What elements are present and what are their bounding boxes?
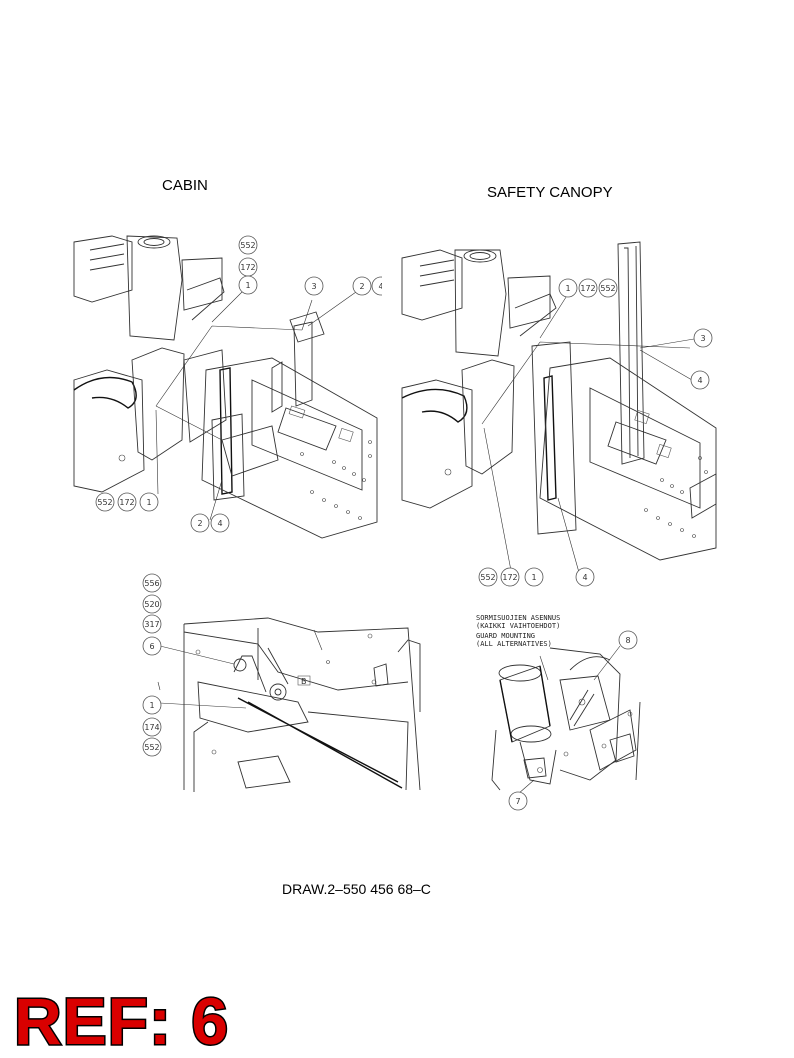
svg-text:317: 317 [144,620,159,629]
note-line-1: SORMISUOJIEN ASENNUS [476,614,560,622]
callout-bubble: 3 [304,276,324,296]
svg-text:1: 1 [149,701,154,710]
svg-text:3: 3 [311,282,316,291]
callout-bubble: 172 [500,567,520,587]
note-line-4: (ALL ALTERNATIVES) [476,640,552,648]
callout-bubble: 3 [693,328,713,348]
detail-left-drawing: B 556 520 317 6 1 174 552 [138,572,422,794]
callout-bubble: 4 [210,513,230,533]
callout-bubble: 4 [690,370,710,390]
svg-text:172: 172 [119,498,134,507]
callout-bubble: 172 [117,492,137,512]
callout-bubble: 1 [142,695,162,715]
cabin-callouts: 552 172 1 3 2 4 552 172 1 2 4 [95,235,382,533]
detail-left-callouts: 556 520 317 6 1 174 552 [142,573,162,757]
svg-text:552: 552 [240,241,255,250]
svg-text:4: 4 [378,282,382,291]
svg-text:7: 7 [515,797,520,806]
svg-text:6: 6 [149,642,154,651]
canopy-drawing: 1 172 552 3 4 552 172 1 4 [400,238,720,588]
safety-canopy-title: SAFETY CANOPY [487,184,613,201]
callout-bubble: 4 [371,276,382,296]
callout-bubble: 1 [558,278,578,298]
svg-text:4: 4 [217,519,222,528]
note-line-3: GUARD MOUNTING [476,632,535,640]
callout-bubble: 1 [524,567,544,587]
callout-bubble: 317 [142,614,162,634]
drawing-number: DRAW.2–550 456 68–C [282,881,431,897]
svg-text:3: 3 [700,334,705,343]
svg-text:520: 520 [144,600,159,609]
detail-b-label: B [301,677,307,686]
detail-right-drawing: SORMISUOJIEN ASENNUS (KAIKKI VAIHTOEHDOT… [470,610,650,816]
svg-text:4: 4 [697,376,702,385]
svg-text:552: 552 [600,284,615,293]
callout-bubble: 172 [238,257,258,277]
svg-text:552: 552 [144,743,159,752]
svg-text:174: 174 [144,723,159,732]
callout-bubble: 552 [142,737,162,757]
callout-bubble: 552 [95,492,115,512]
svg-text:552: 552 [97,498,112,507]
callout-bubble: 552 [478,567,498,587]
callout-bubble: 1 [139,492,159,512]
callout-bubble: 556 [142,573,162,593]
svg-text:1: 1 [146,498,151,507]
callout-bubble: 6 [142,636,162,656]
callout-bubble: 4 [575,567,595,587]
svg-text:552: 552 [480,573,495,582]
cabin-drawing: 552 172 1 3 2 4 552 172 1 2 4 [72,230,382,540]
callout-bubble: 174 [142,717,162,737]
svg-text:172: 172 [502,573,517,582]
callout-bubble: 520 [142,594,162,614]
note-line-2: (KAIKKI VAIHTOEHDOT) [476,622,560,630]
callout-bubble: 552 [238,235,258,255]
ref-label: REF: 6 [12,984,230,1058]
svg-text:1: 1 [531,573,536,582]
svg-text:172: 172 [240,263,255,272]
svg-text:1: 1 [565,284,570,293]
callout-bubble: 552 [598,278,618,298]
callout-bubble: 2 [190,513,210,533]
svg-text:4: 4 [582,573,587,582]
svg-text:8: 8 [625,636,630,645]
callout-bubble: 7 [508,791,528,811]
cabin-title: CABIN [162,177,208,194]
callout-bubble: 8 [618,630,638,650]
svg-text:1: 1 [245,281,250,290]
detail-b-label-box [297,675,311,686]
callout-bubble: 2 [352,276,372,296]
callout-bubble: 1 [238,275,258,295]
svg-text:172: 172 [580,284,595,293]
svg-text:2: 2 [197,519,202,528]
canopy-callouts: 1 172 552 3 4 552 172 1 4 [478,278,713,587]
detail-right-callouts: 8 7 [508,630,638,811]
svg-text:2: 2 [359,282,364,291]
callout-bubble: 172 [578,278,598,298]
svg-text:556: 556 [144,579,159,588]
